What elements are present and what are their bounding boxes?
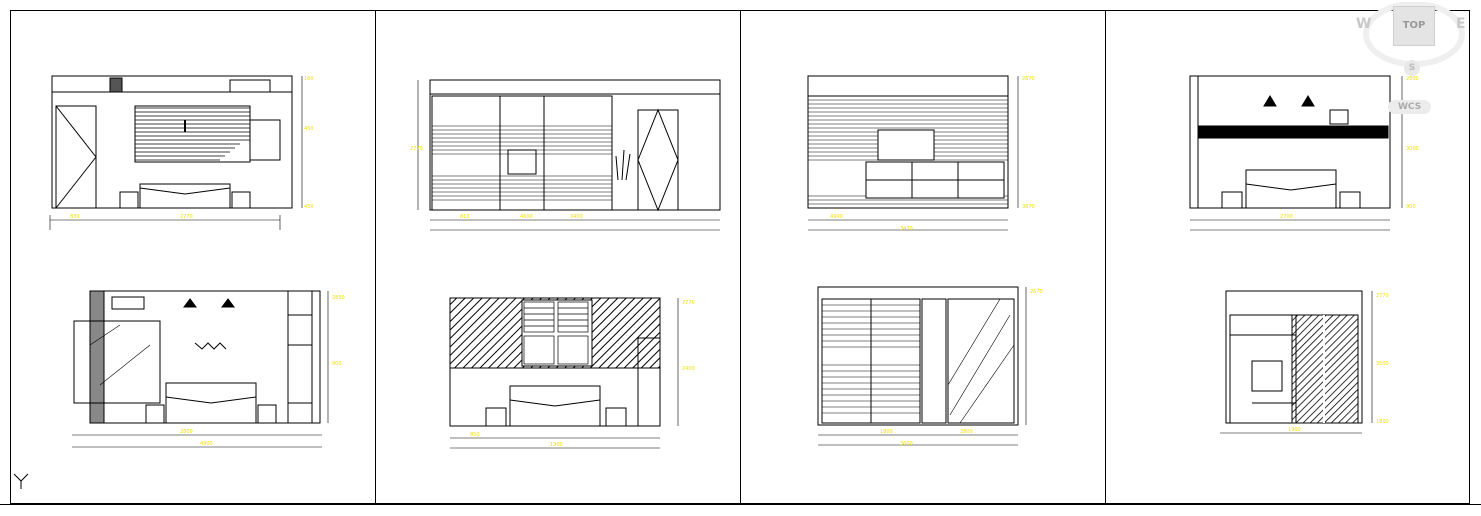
- viewcube-south[interactable]: S: [1404, 60, 1420, 76]
- viewcube-top-face[interactable]: TOP: [1393, 6, 1435, 46]
- elevation-built-in-cabinet: 1900 2770 3500 1800: [1220, 290, 1389, 434]
- dimension-label: 450: [304, 204, 314, 210]
- dimension-label: 3600: [900, 441, 913, 447]
- elevation-bed-wall-1: 830 2770 160 450 450: [49, 75, 314, 230]
- dimension-label: 900: [332, 361, 342, 367]
- dimension-label: 2770: [682, 300, 695, 306]
- panel-divider: [740, 10, 741, 504]
- dimension-label: 4900: [830, 214, 843, 220]
- dimension-label: 3870: [1022, 204, 1035, 210]
- dimension-label: 2670: [1030, 289, 1043, 295]
- dimension-label: 2700: [1280, 214, 1293, 220]
- dimension-label: 4900: [200, 441, 213, 447]
- dimension-label: 160: [304, 76, 314, 82]
- ucs-icon: [13, 473, 29, 489]
- elevation-cabinet-wall: 810 4600 3400 2770: [410, 79, 721, 231]
- dimension-label: 2670: [1022, 76, 1035, 82]
- dimension-label: 830: [70, 214, 80, 220]
- dimension-label: 3000: [1406, 146, 1419, 152]
- dimension-label: 2800: [960, 429, 973, 435]
- panel-divider: [375, 10, 376, 504]
- viewcube-east[interactable]: E: [1456, 16, 1466, 32]
- dimension-label: 1800: [880, 429, 893, 435]
- dimension-label: 2800: [1406, 76, 1419, 82]
- dimension-label: 810: [460, 214, 470, 220]
- dimension-label: 2770: [180, 214, 193, 220]
- wcs-menu[interactable]: WCS: [1388, 100, 1432, 114]
- elevation-wardrobe: 1800 2800 3600 2670: [817, 286, 1043, 447]
- dimension-label: 1800: [1376, 419, 1389, 425]
- panel-divider: [1105, 10, 1106, 504]
- elevation-shutter-wall: 850 1900 2770 2400: [449, 297, 695, 449]
- sheet-bottom-edge: [0, 504, 1481, 505]
- elevation-bed-wall-2: 2800 4900 2850 900: [72, 290, 345, 448]
- dimension-label: 2800: [180, 429, 193, 435]
- viewcube-west[interactable]: W: [1356, 16, 1372, 32]
- dimension-label: 450: [304, 126, 314, 132]
- dimension-label: 2770: [410, 146, 423, 152]
- dimension-label: 3470: [900, 226, 913, 232]
- dimension-label: 900: [1406, 204, 1416, 210]
- dimension-label: 3500: [1376, 361, 1389, 367]
- elevation-bed-wall-3: 2700 2800 3000 900: [1189, 75, 1419, 231]
- dimension-label: 3400: [570, 214, 583, 220]
- dimension-label: 1900: [550, 442, 563, 448]
- dimension-label: 2770: [1376, 293, 1389, 299]
- dimension-label: 1900: [1288, 427, 1301, 433]
- dimension-label: 2400: [682, 366, 695, 372]
- dimension-label: 850: [470, 432, 480, 438]
- elevation-tv-wall: 4900 3470 2670 3870: [807, 75, 1035, 232]
- dimension-label: 4600: [520, 214, 533, 220]
- dimension-label: 2850: [332, 295, 345, 301]
